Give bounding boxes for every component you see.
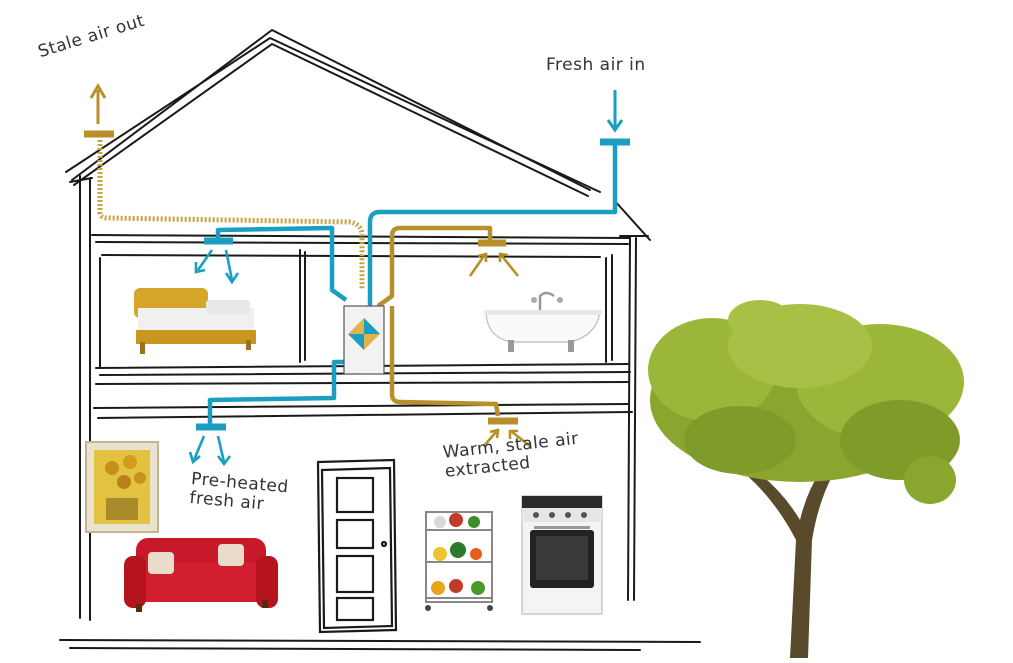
living-supply-arrows xyxy=(188,435,232,467)
oven-icon xyxy=(521,495,603,615)
bathroom-extract-arrows xyxy=(468,252,520,277)
tree-icon xyxy=(648,300,964,658)
house-outline xyxy=(59,28,701,651)
mvhr-unit-icon xyxy=(343,305,385,375)
kitchen-extract-arrows xyxy=(483,428,531,448)
stale-air-out-arrow xyxy=(89,83,107,124)
fresh-air-in-arrow xyxy=(606,90,624,133)
stale-exhaust-duct xyxy=(97,140,365,290)
sofa-icon xyxy=(124,538,278,612)
vegetable-cart-icon xyxy=(425,511,493,611)
fresh-air-ducts xyxy=(207,142,618,424)
bathtub-icon xyxy=(484,291,602,352)
bed-icon xyxy=(134,288,256,354)
door-icon xyxy=(316,458,398,634)
stale-extract-ducts xyxy=(376,225,501,417)
label-fresh-air-in: Fresh air in xyxy=(546,55,646,75)
bedroom-supply-arrows xyxy=(194,249,240,285)
painting-icon xyxy=(85,441,159,533)
